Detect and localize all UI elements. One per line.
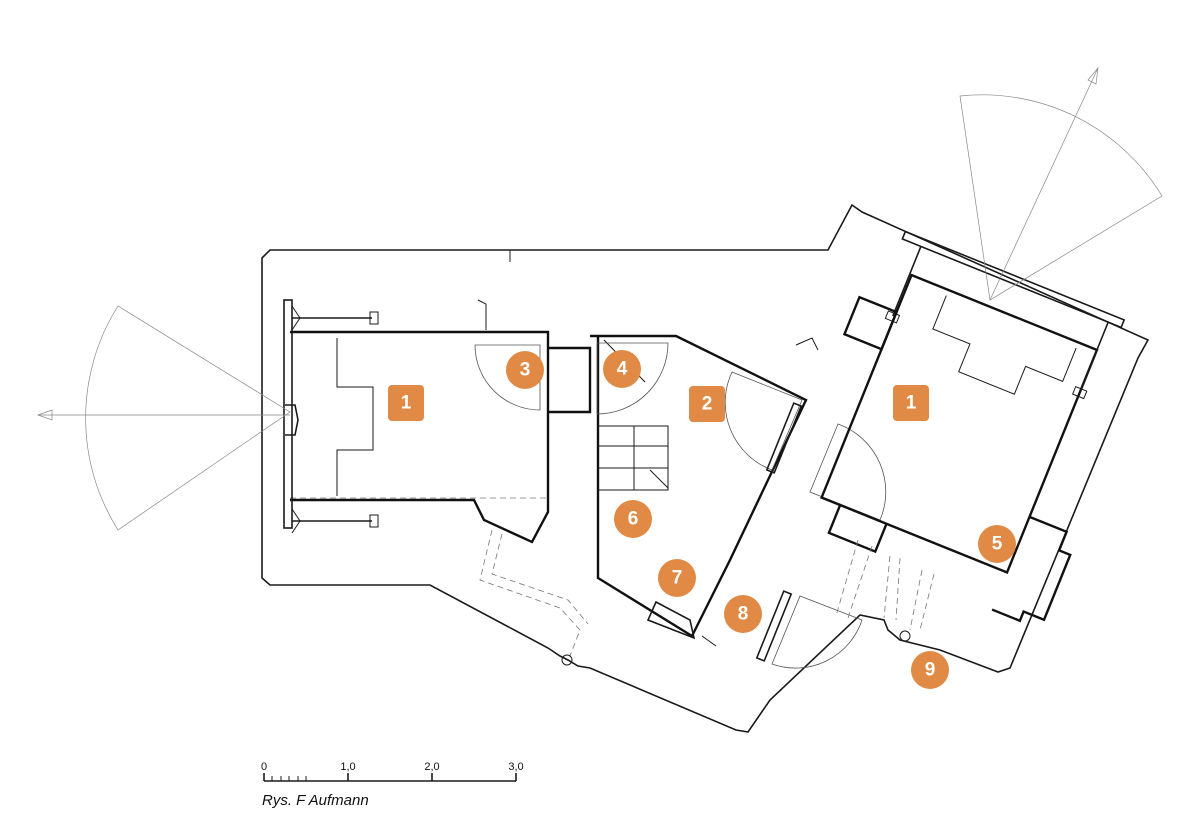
marker-8-label: 8 <box>738 604 749 625</box>
marker-6-label: 6 <box>628 509 639 530</box>
marker-5-label: 5 <box>992 534 1003 555</box>
marker-2: 2 <box>689 386 725 422</box>
marker-1-right-label: 1 <box>906 393 917 414</box>
central-rooms <box>590 334 808 640</box>
right-view-cone <box>959 66 1163 301</box>
marker-9-label: 9 <box>925 660 936 681</box>
marker-1-right: 1 <box>893 385 929 421</box>
drain-pipes <box>477 299 935 666</box>
marker-6: 6 <box>614 500 652 538</box>
marker-3-label: 3 <box>520 360 531 381</box>
scale-label-3: 3,0 <box>508 761 523 773</box>
marker-3: 3 <box>506 351 544 389</box>
right-room-walls <box>820 230 1126 623</box>
marker-7-label: 7 <box>672 568 683 589</box>
marker-5: 5 <box>978 525 1016 563</box>
marker-7: 7 <box>658 559 696 597</box>
drawing-caption: Rys. F Aufmann <box>262 792 369 809</box>
marker-4-label: 4 <box>617 359 628 380</box>
marker-1-left-label: 1 <box>401 393 412 414</box>
marker-4: 4 <box>603 350 641 388</box>
scale-label-2: 2,0 <box>424 761 439 773</box>
scale-label-0: 0 <box>261 761 267 773</box>
scale-label-1: 1,0 <box>340 761 355 773</box>
scale-bar: 0 1,0 2,0 3,0 <box>261 761 524 782</box>
left-room-walls <box>283 299 592 544</box>
marker-1-left: 1 <box>388 385 424 421</box>
left-view-cone <box>36 305 291 531</box>
door-swings <box>474 342 887 669</box>
marker-9: 9 <box>911 651 949 689</box>
marker-2-label: 2 <box>702 394 713 415</box>
marker-8: 8 <box>724 595 762 633</box>
